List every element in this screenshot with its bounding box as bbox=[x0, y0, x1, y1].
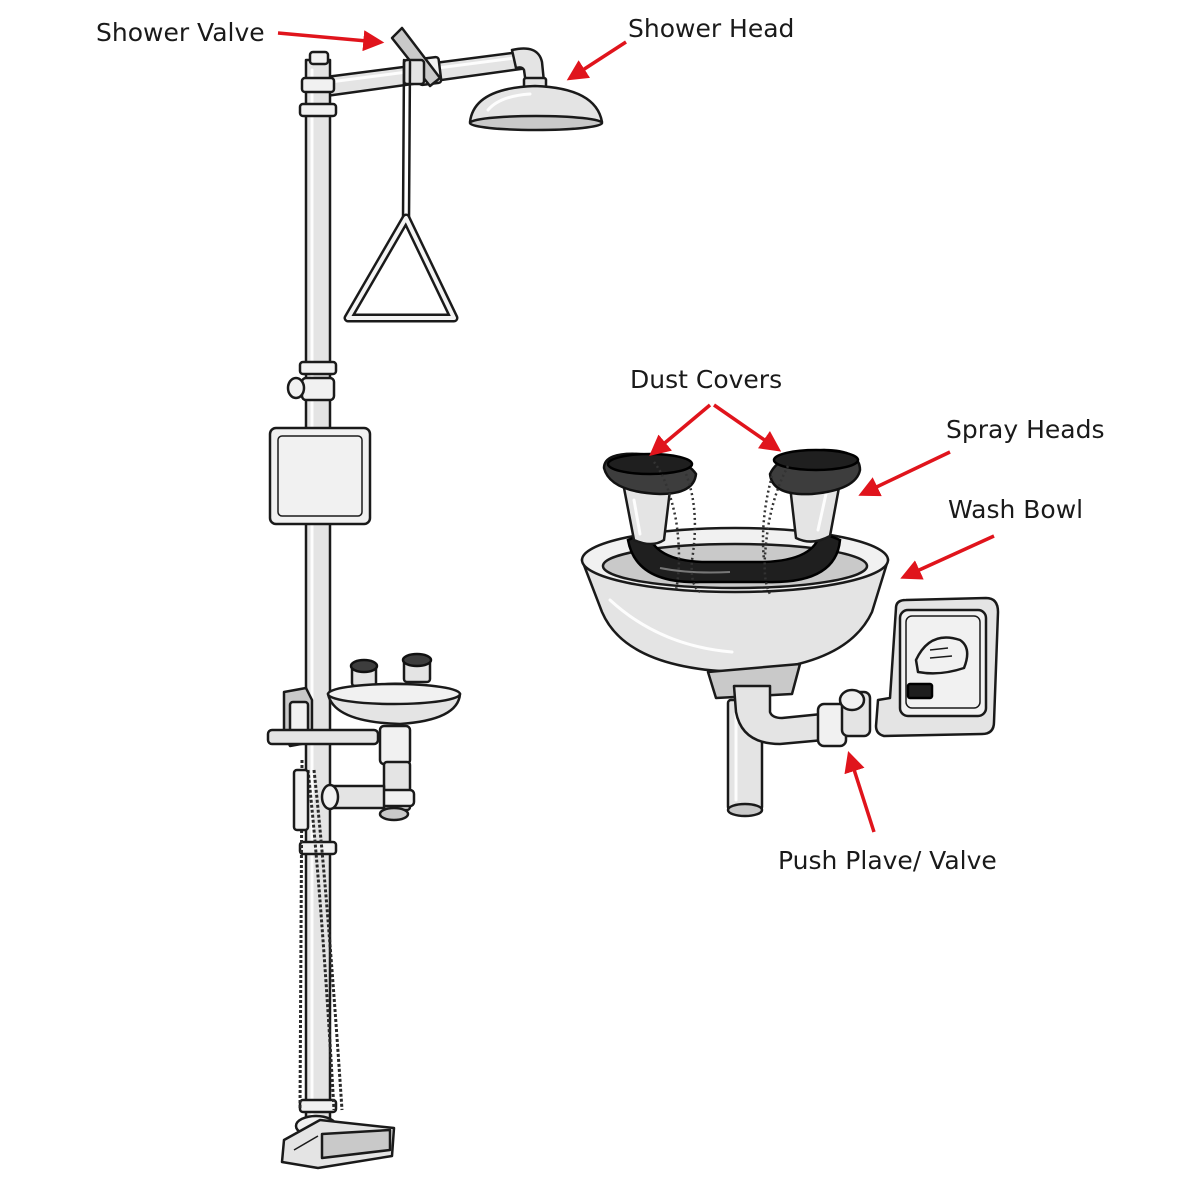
sign-panel bbox=[268, 426, 372, 526]
station-eyewash-bowl bbox=[266, 652, 462, 822]
callout-arrows bbox=[277, 30, 995, 833]
right-spray-head bbox=[768, 448, 862, 543]
pull-rod-triangle-handle bbox=[343, 58, 459, 323]
label-shower-head: Shower Head bbox=[628, 14, 794, 43]
eyewash-detail bbox=[580, 448, 1000, 818]
wash-bowl-arrow bbox=[900, 534, 995, 580]
foot-pedal bbox=[280, 1114, 396, 1170]
wash-bowl-part bbox=[580, 526, 890, 674]
dust-covers-arrow-right bbox=[713, 403, 782, 452]
dust-covers-arrow-left bbox=[649, 403, 712, 457]
label-dust-covers: Dust Covers bbox=[630, 365, 782, 394]
push-plate-valve-arrow bbox=[844, 750, 876, 833]
shower-head-part bbox=[468, 76, 604, 132]
combination-station bbox=[266, 26, 604, 1170]
spray-heads-arrow bbox=[858, 450, 951, 497]
label-wash-bowl: Wash Bowl bbox=[948, 495, 1083, 524]
dust-cover-chains bbox=[653, 461, 790, 595]
callout-labels: Shower Valve Shower Head Dust Covers Spr… bbox=[96, 14, 1104, 875]
main-vertical-pipe bbox=[286, 50, 338, 1152]
bowl-supply-pipes bbox=[706, 662, 872, 818]
foot-pedal-chain bbox=[292, 759, 344, 1111]
label-shower-valve: Shower Valve bbox=[96, 18, 265, 47]
shower-head-arrow bbox=[566, 40, 627, 81]
push-plate-part bbox=[874, 596, 1000, 738]
label-push-plate-valve: Push Plave/ Valve bbox=[778, 846, 997, 875]
label-spray-heads: Spray Heads bbox=[946, 415, 1104, 444]
shower-valve-arrow bbox=[277, 30, 385, 52]
